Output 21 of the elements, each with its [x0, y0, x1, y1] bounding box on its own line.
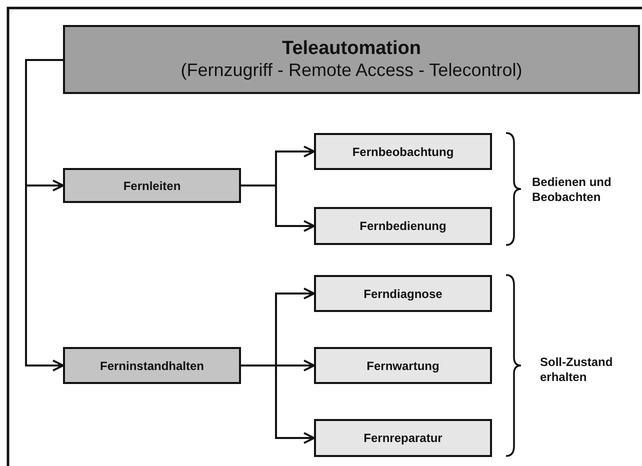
group-label: Bedienen und Beobachten — [532, 175, 612, 205]
box-label: Fernwartung — [366, 358, 440, 372]
process-box — [314, 133, 492, 170]
process-box — [314, 419, 492, 457]
process-box — [314, 207, 492, 245]
process-box — [63, 347, 241, 384]
process-box — [314, 275, 492, 312]
subtitle-text: (Fernzugriff - Remote Access - Telecontrol) — [180, 60, 522, 81]
box-label: Fernbedienung — [360, 219, 446, 233]
box-label: Fernbeobachtung — [352, 144, 454, 158]
group-label: Soll-Zustand erhalten — [540, 355, 614, 385]
box-label: Fernleiten — [123, 178, 181, 192]
box-label: Ferndiagnose — [364, 286, 442, 300]
box-label: Ferninstandhalten — [100, 358, 204, 372]
title-text: Teleautomation — [282, 38, 421, 60]
arrow — [241, 184, 315, 232]
arrow — [25, 59, 64, 372]
process-box — [63, 168, 241, 203]
process-box — [314, 347, 492, 384]
title-box — [63, 25, 640, 94]
box-label: Fernreparatur — [364, 431, 442, 445]
